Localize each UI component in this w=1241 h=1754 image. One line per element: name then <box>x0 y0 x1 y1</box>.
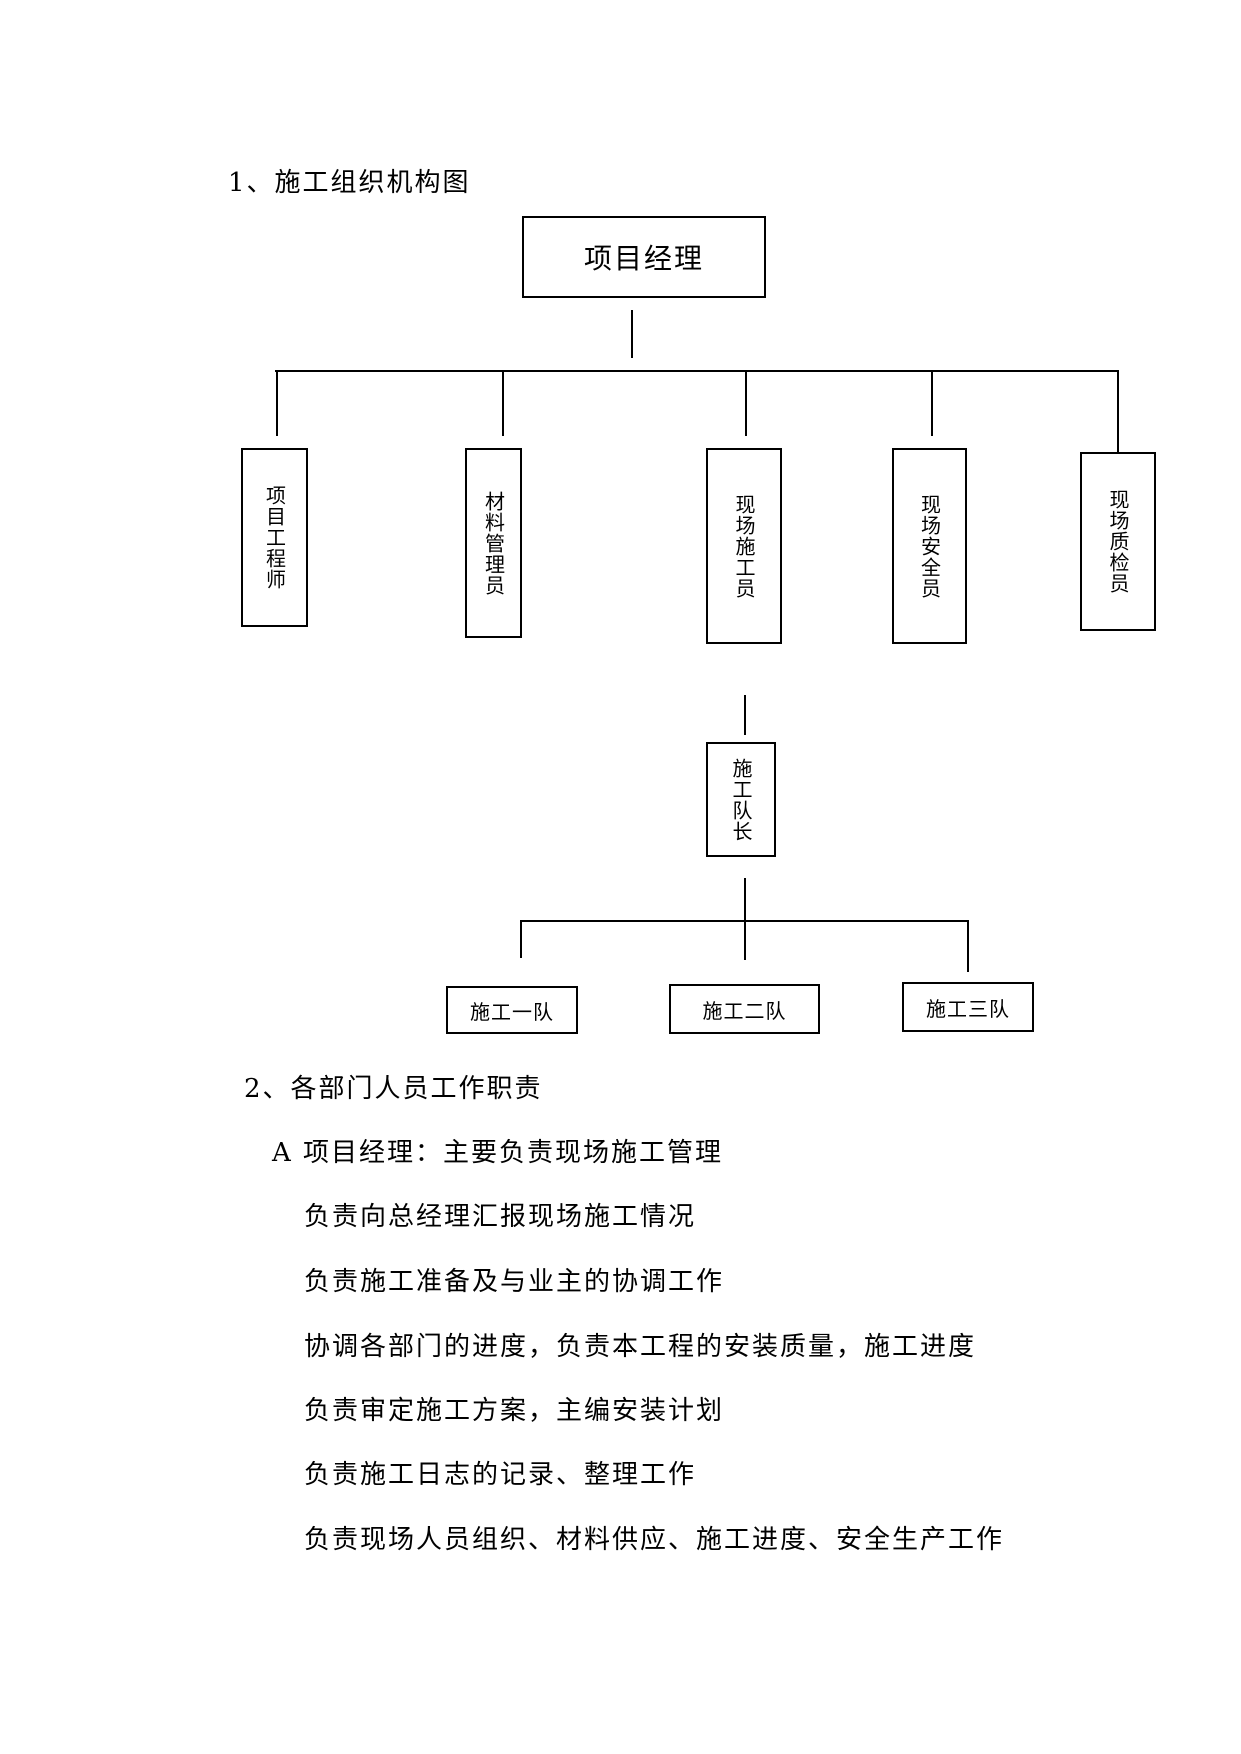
section-1-title: 1、施工组织机构图 <box>228 168 471 198</box>
connector-line <box>1117 370 1119 452</box>
org-node-site-quality-inspector: 现场质检员 <box>1080 452 1156 631</box>
section-2-title: 2、各部门人员工作职责 <box>244 1074 543 1104</box>
org-node-label: 现场施工员 <box>732 493 756 599</box>
org-node-label: 项目工程师 <box>262 485 287 590</box>
org-node-label: 项目经理 <box>583 242 704 275</box>
connector-line <box>744 695 746 735</box>
connector-line <box>745 370 747 436</box>
org-node-team-3: 施工三队 <box>902 982 1034 1032</box>
org-node-label: 施工二队 <box>702 998 787 1023</box>
connector-line <box>967 920 969 972</box>
connector-line <box>275 370 1119 372</box>
org-node-label: 施工一队 <box>470 999 554 1024</box>
org-node-project-manager: 项目经理 <box>522 216 766 298</box>
org-node-team-1: 施工一队 <box>446 986 578 1034</box>
org-node-project-engineer: 项目工程师 <box>241 448 308 627</box>
org-node-materials-manager: 材料管理员 <box>465 448 522 638</box>
connector-line <box>502 370 504 436</box>
connector-line <box>520 920 968 922</box>
duty-item: 协调各部门的进度，负责本工程的安装质量，施工进度 <box>304 1332 977 1362</box>
manager-duties-heading: A 项目经理：主要负责现场施工管理 <box>272 1138 724 1168</box>
duty-item: 负责向总经理汇报现场施工情况 <box>304 1202 697 1232</box>
duty-item: 负责现场人员组织、材料供应、施工进度、安全生产工作 <box>304 1525 1005 1555</box>
org-node-site-construction-officer: 现场施工员 <box>706 448 782 644</box>
connector-line <box>520 920 522 958</box>
connector-line <box>276 370 278 436</box>
duty-item: 负责施工准备及与业主的协调工作 <box>304 1267 725 1297</box>
org-node-label: 材料管理员 <box>481 490 506 596</box>
org-node-team-2: 施工二队 <box>669 984 820 1034</box>
org-node-label: 现场安全员 <box>917 493 942 599</box>
connector-line <box>631 310 633 358</box>
org-node-label: 现场质检员 <box>1106 489 1130 594</box>
connector-line <box>744 878 746 960</box>
org-node-team-leader: 施工队长 <box>706 742 776 857</box>
duty-item: 负责审定施工方案，主编安装计划 <box>304 1396 725 1426</box>
org-node-label: 施工三队 <box>926 996 1010 1021</box>
org-node-site-safety-officer: 现场安全员 <box>892 448 967 644</box>
duty-item: 负责施工日志的记录、整理工作 <box>304 1460 697 1490</box>
connector-line <box>931 370 933 436</box>
org-node-label: 施工队长 <box>729 757 753 842</box>
